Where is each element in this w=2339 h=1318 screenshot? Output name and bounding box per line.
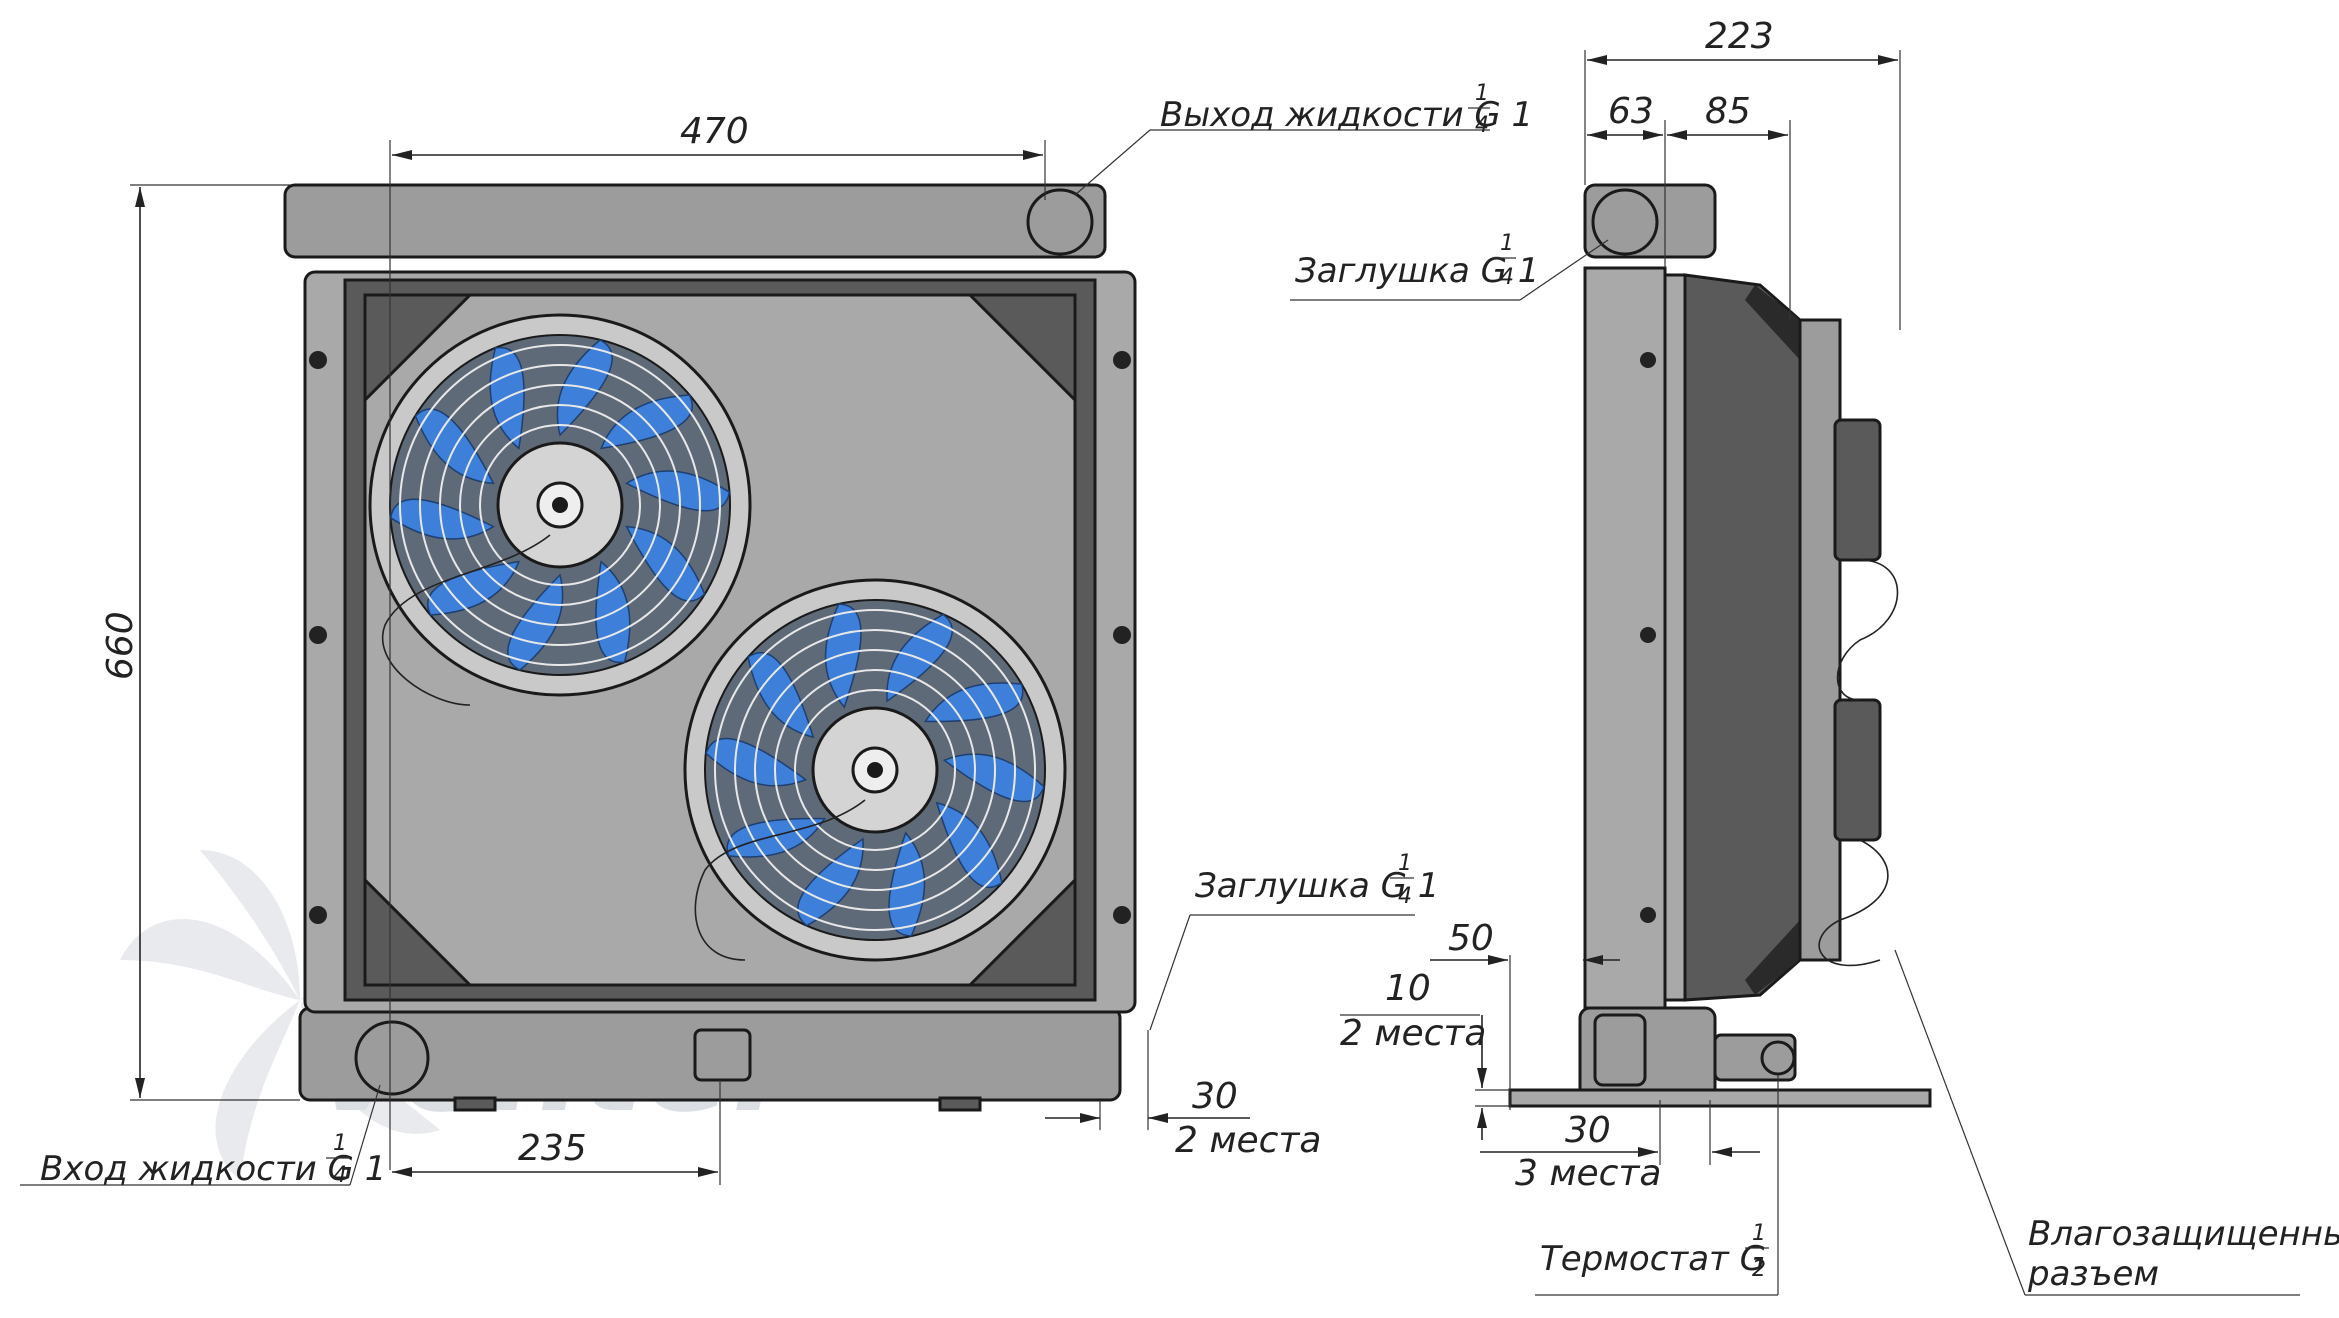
- dim-depth: 223: [1705, 16, 1774, 57]
- label-thermostat-frac-den: 2: [1752, 1257, 1766, 1282]
- dim-foot-side-c: 30: [1565, 1110, 1611, 1151]
- dim-height: 660: [100, 611, 141, 680]
- label-thermostat-frac-num: 1: [1752, 1221, 1766, 1246]
- dim-foot-side-a: 50: [1448, 918, 1494, 959]
- fan-1-guard: [399, 344, 721, 666]
- fan-2: [683, 578, 1067, 962]
- dim-foot-side-b: 10: [1385, 968, 1431, 1009]
- dim-foot-side-c-count: 3 места: [1515, 1153, 1661, 1194]
- label-outlet-frac-num: 1: [1475, 81, 1489, 106]
- label-inlet-frac-num: 1: [333, 1131, 347, 1156]
- dim-inlet-offset: 235: [518, 1128, 587, 1169]
- dim-foot-side-b-count: 2 места: [1340, 1013, 1486, 1054]
- front-view: [283, 183, 1137, 1112]
- frame-bolts: [309, 351, 1131, 924]
- thermostat-port: [693, 1028, 752, 1082]
- label-outlet: Выход жидкости G 1: [1160, 95, 1533, 135]
- label-plug-side-frac-den: 4: [1500, 265, 1514, 290]
- front-callouts: Выход жидкости G 1 1 4 Вход жидкости G 1…: [20, 81, 1533, 1189]
- label-plug-front: Заглушка G 1: [1195, 866, 1439, 906]
- label-connector-line2: разъем: [2027, 1254, 2159, 1294]
- plug-side-port: [1591, 188, 1659, 256]
- label-outlet-frac-den: 4: [1475, 113, 1489, 138]
- label-plug-front-frac-num: 1: [1398, 851, 1412, 876]
- dim-foot-front: 30: [1192, 1076, 1238, 1117]
- dim-depth-b: 85: [1705, 91, 1751, 132]
- side-callouts: Заглушка G 1 1 4 Термостат G 1 2 Влагоза…: [1290, 231, 2339, 1296]
- dim-foot-front-count: 2 места: [1175, 1120, 1321, 1161]
- fan-2-guard: [714, 609, 1036, 931]
- inlet-port: [354, 1020, 430, 1096]
- dim-depth-a: 63: [1608, 91, 1654, 132]
- dim-width: 470: [680, 111, 749, 152]
- label-inlet-frac-den: 4: [333, 1163, 347, 1188]
- label-connector-line1: Влагозащищенный: [2028, 1214, 2339, 1254]
- label-inlet: Вход жидкости G 1: [40, 1149, 386, 1189]
- side-view: [1508, 183, 1932, 1108]
- outlet-port: [1026, 188, 1094, 256]
- front-dimensions: 470 660 235 30 2 места: [100, 111, 1321, 1185]
- label-plug-front-frac-den: 4: [1398, 884, 1412, 909]
- side-dimensions: 223 63 85 50 10 2 места 30 3 места: [1340, 16, 1901, 1194]
- fan-1: [368, 313, 752, 706]
- label-thermostat: Термостат G: [1540, 1239, 1766, 1279]
- label-plug-side-frac-num: 1: [1500, 231, 1514, 256]
